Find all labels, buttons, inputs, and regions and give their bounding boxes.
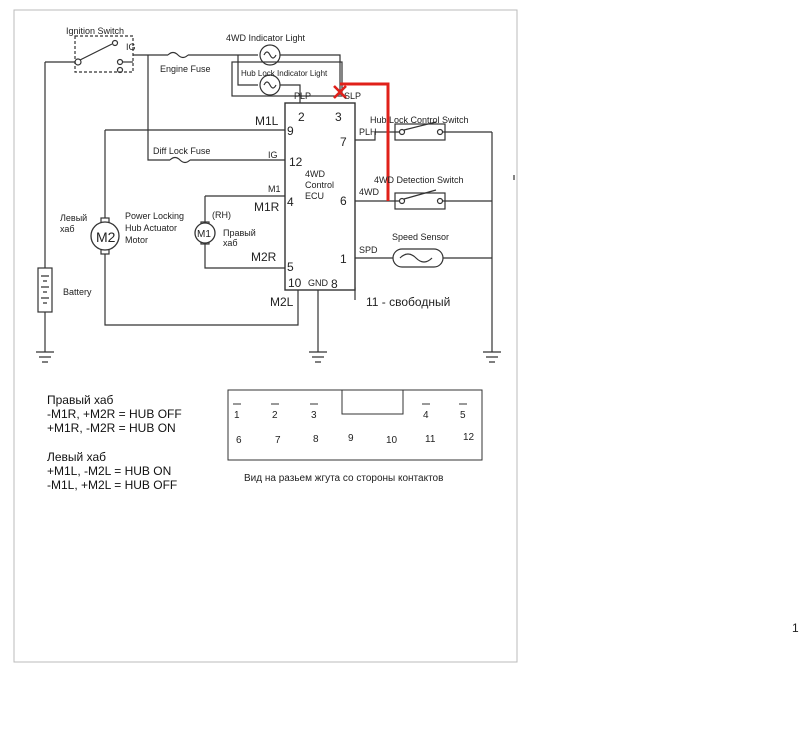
red-modification bbox=[333, 82, 390, 201]
connector-pin-10: 10 bbox=[386, 435, 398, 446]
note-left-title: Левый хаб bbox=[47, 450, 106, 464]
diff-lock-fuse-label: Diff Lock Fuse bbox=[153, 146, 210, 156]
connector-pin-3: 3 bbox=[311, 410, 317, 421]
slp-label: SLP bbox=[344, 91, 361, 101]
pin-10: 10 bbox=[288, 276, 302, 290]
gnd-label: GND bbox=[308, 278, 329, 288]
m1r-label: M1R bbox=[254, 200, 280, 214]
motor-label-2: Hub Actuator bbox=[125, 223, 177, 233]
pin-6: 6 bbox=[340, 194, 347, 208]
right-hub-label-1: Правый bbox=[223, 228, 256, 238]
ignition-switch-label: Ignition Switch bbox=[66, 26, 124, 36]
note-right-2: +M1R, -M2R = HUB ON bbox=[47, 421, 176, 435]
ecu-label-3: ECU bbox=[305, 191, 324, 201]
connector-pin-1: 1 bbox=[234, 410, 240, 421]
connector-view: 1 2 3 4 5 6 7 8 9 10 11 12 Вид на разьем… bbox=[227, 389, 483, 484]
note-left-1: +M1L, -M2L = HUB ON bbox=[47, 464, 171, 478]
page-frame bbox=[13, 9, 518, 663]
battery-symbol bbox=[37, 267, 53, 313]
connector-caption: Вид на разьем жгута со стороны контактов bbox=[244, 473, 443, 484]
left-hub-label-1: Левый bbox=[60, 213, 87, 223]
connector-pin-2: 2 bbox=[272, 410, 278, 421]
detection-switch bbox=[394, 192, 446, 210]
pin-3: 3 bbox=[335, 110, 342, 124]
battery-label: Battery bbox=[63, 287, 92, 297]
connector-pin-6: 6 bbox=[236, 435, 242, 446]
ecu-label-2: Control bbox=[305, 180, 334, 190]
hub-lock-control-switch bbox=[394, 123, 446, 141]
pin-9: 9 bbox=[287, 124, 294, 138]
left-hub-label-2: хаб bbox=[60, 224, 75, 234]
plh-label: PLH bbox=[359, 127, 377, 137]
ig-left-label: IG bbox=[268, 150, 278, 160]
page-number: 1 bbox=[792, 621, 799, 635]
rh-label: (RH) bbox=[212, 210, 231, 220]
connector-pin-7: 7 bbox=[275, 435, 281, 446]
hub-lock-control-switch-label: Hub Lock Control Switch bbox=[370, 115, 469, 125]
indicator-4wd-label: 4WD Indicator Light bbox=[226, 33, 306, 43]
m1l-label: M1L bbox=[255, 114, 279, 128]
ecu-label-1: 4WD bbox=[305, 169, 326, 179]
detection-switch-label: 4WD Detection Switch bbox=[374, 175, 464, 185]
speed-sensor-label: Speed Sensor bbox=[392, 232, 449, 242]
wires bbox=[36, 35, 515, 363]
pin-4: 4 bbox=[287, 195, 294, 209]
note-right-1: -M1R, +M2R = HUB OFF bbox=[47, 407, 182, 421]
free-pin-label: 11 - свободный bbox=[366, 295, 450, 309]
plp-label: PLP bbox=[294, 91, 311, 101]
ig-top-label: IG bbox=[126, 42, 136, 52]
m1-motor-label: M1 bbox=[197, 229, 211, 240]
pin-8: 8 bbox=[331, 277, 338, 291]
m2l-label: M2L bbox=[270, 295, 294, 309]
pin-7: 7 bbox=[340, 135, 347, 149]
pin-5: 5 bbox=[287, 260, 294, 274]
right-hub-label-2: хаб bbox=[223, 238, 238, 248]
connector-pin-5: 5 bbox=[460, 410, 466, 421]
m2-motor-label: M2 bbox=[96, 229, 116, 245]
engine-fuse-label: Engine Fuse bbox=[160, 64, 211, 74]
connector-pin-12: 12 bbox=[463, 432, 475, 443]
fwd-label: 4WD bbox=[359, 187, 380, 197]
hub-lock-indicator-label: Hub Lock Indicator Light bbox=[241, 69, 328, 78]
motor-label-3: Motor bbox=[125, 235, 148, 245]
connector-pin-8: 8 bbox=[313, 434, 319, 445]
m2r-label: M2R bbox=[251, 250, 277, 264]
connector-pin-11: 11 bbox=[425, 434, 436, 445]
pin-1: 1 bbox=[340, 252, 347, 266]
motor-label-1: Power Locking bbox=[125, 211, 184, 221]
note-right-title: Правый хаб bbox=[47, 393, 114, 407]
m1-small-label: M1 bbox=[268, 184, 281, 194]
pin-2: 2 bbox=[298, 110, 305, 124]
m2-motor bbox=[90, 217, 120, 255]
ecu-box bbox=[284, 102, 356, 291]
connector-pin-9: 9 bbox=[348, 433, 354, 444]
speed-sensor-symbol bbox=[392, 248, 444, 268]
pin-12: 12 bbox=[289, 155, 303, 169]
connector-pin-4: 4 bbox=[423, 410, 429, 421]
spd-label: SPD bbox=[359, 245, 378, 255]
m1-motor bbox=[194, 221, 216, 245]
note-left-2: -M1L, +M2L = HUB OFF bbox=[47, 478, 177, 492]
